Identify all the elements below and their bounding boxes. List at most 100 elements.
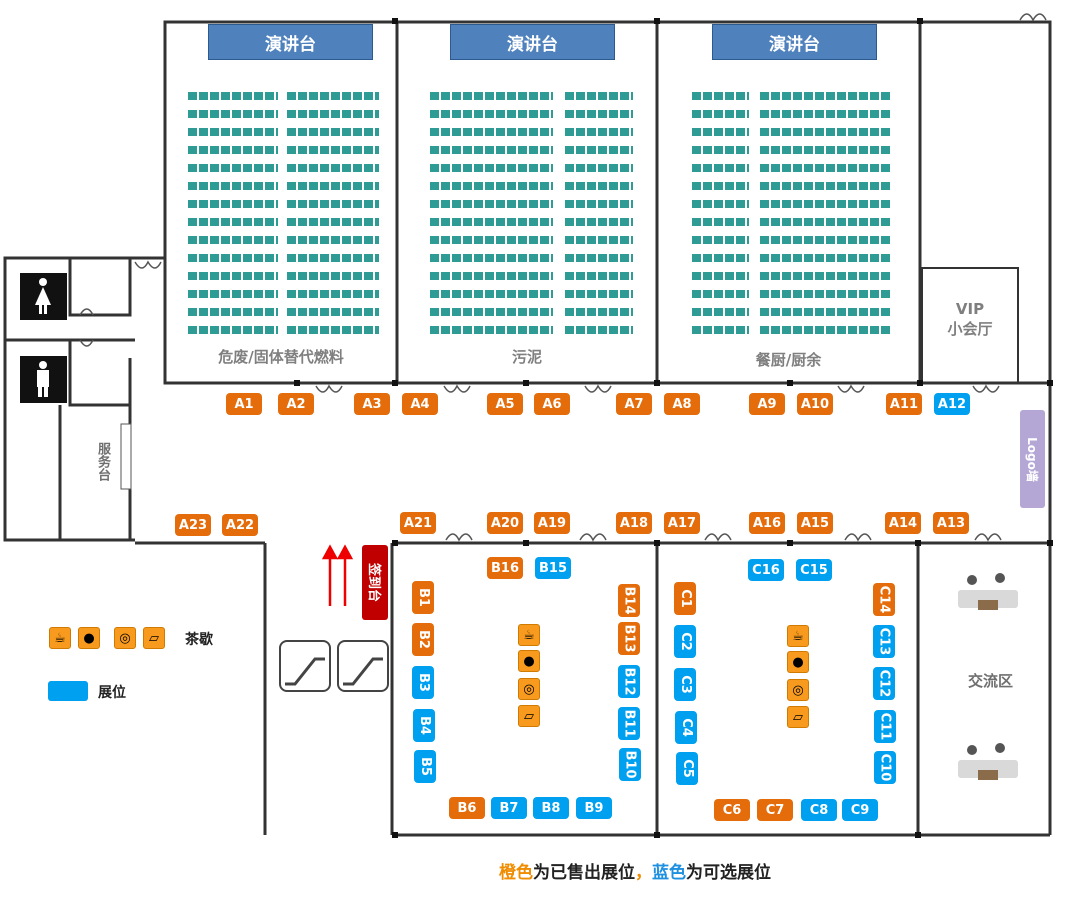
booth-c4[interactable]: C4 xyxy=(675,710,697,744)
cookies-icon: ● xyxy=(78,627,100,649)
booth-label: A14 xyxy=(888,515,918,531)
coffee-machine-icon: ☕ xyxy=(518,624,540,646)
cookies-icon: ● xyxy=(518,650,540,672)
booth-a17[interactable]: A17 xyxy=(664,512,700,534)
booth-label: C8 xyxy=(809,802,829,818)
booth-label: B9 xyxy=(584,800,604,816)
booth-a23[interactable]: A23 xyxy=(175,514,211,536)
booth-label: A7 xyxy=(624,396,644,412)
lounge-sofa-icon xyxy=(958,573,1018,780)
stage-hall-2: 演讲台 xyxy=(450,24,615,60)
booth-label: B4 xyxy=(416,715,432,735)
booth-b14[interactable]: B14 xyxy=(618,583,640,617)
booth-a16[interactable]: A16 xyxy=(749,512,785,534)
booth-a12[interactable]: A12 xyxy=(934,393,970,415)
booth-c3[interactable]: C3 xyxy=(674,667,696,701)
booth-c14[interactable]: C14 xyxy=(873,582,895,616)
booth-a7[interactable]: A7 xyxy=(616,393,652,415)
booth-b13[interactable]: B13 xyxy=(618,621,640,655)
booth-a11[interactable]: A11 xyxy=(886,393,922,415)
booth-b10[interactable]: B10 xyxy=(619,747,641,781)
booth-a5[interactable]: A5 xyxy=(487,393,523,415)
coffee-machine-icon: ☕ xyxy=(49,627,71,649)
escalator-icon xyxy=(279,640,389,692)
booth-label: A1 xyxy=(234,396,254,412)
booth-b8[interactable]: B8 xyxy=(533,797,569,819)
seating-block xyxy=(692,92,749,336)
booth-label: A15 xyxy=(800,515,830,531)
logo-wall: Logo墙 xyxy=(1020,410,1045,508)
seating-block xyxy=(760,92,890,336)
booth-c8[interactable]: C8 xyxy=(801,799,837,821)
booth-c9[interactable]: C9 xyxy=(842,799,878,821)
booth-a19[interactable]: A19 xyxy=(534,512,570,534)
booth-b7[interactable]: B7 xyxy=(491,797,527,819)
booth-label: B14 xyxy=(621,586,637,614)
booth-label: C10 xyxy=(877,753,893,781)
booth-a6[interactable]: A6 xyxy=(534,393,570,415)
booth-a4[interactable]: A4 xyxy=(402,393,438,415)
booth-a15[interactable]: A15 xyxy=(797,512,833,534)
booth-a22[interactable]: A22 xyxy=(222,514,258,536)
booth-b1[interactable]: B1 xyxy=(412,580,434,614)
booth-a9[interactable]: A9 xyxy=(749,393,785,415)
booth-c5[interactable]: C5 xyxy=(676,751,698,785)
booth-label: C16 xyxy=(752,562,780,578)
booth-a2[interactable]: A2 xyxy=(278,393,314,415)
booth-c12[interactable]: C12 xyxy=(873,666,895,700)
booth-c1[interactable]: C1 xyxy=(674,581,696,615)
booth-b2[interactable]: B2 xyxy=(412,622,434,656)
booth-c11[interactable]: C11 xyxy=(874,709,896,743)
booth-label: C2 xyxy=(677,631,693,651)
booth-b11[interactable]: B11 xyxy=(618,706,640,740)
booth-a8[interactable]: A8 xyxy=(664,393,700,415)
booth-a21[interactable]: A21 xyxy=(400,512,436,534)
booth-c6[interactable]: C6 xyxy=(714,799,750,821)
booth-a13[interactable]: A13 xyxy=(933,512,969,534)
booth-label: A4 xyxy=(410,396,430,412)
booth-a1[interactable]: A1 xyxy=(226,393,262,415)
booth-b12[interactable]: B12 xyxy=(618,664,640,698)
booth-c13[interactable]: C13 xyxy=(873,624,895,658)
service-desk-label: 服务台 xyxy=(95,442,110,481)
booth-a18[interactable]: A18 xyxy=(616,512,652,534)
vip-line-1: VIP xyxy=(955,300,985,318)
booth-a3[interactable]: A3 xyxy=(354,393,390,415)
booth-label: A11 xyxy=(889,396,919,412)
exchange-area-label: 交流区 xyxy=(968,672,1014,690)
sign-in-desk: 签到台 xyxy=(362,545,388,620)
booth-b16[interactable]: B16 xyxy=(487,557,523,579)
booth-a10[interactable]: A10 xyxy=(797,393,833,415)
footer-blue-word: 蓝色 xyxy=(652,863,686,883)
booth-label: C12 xyxy=(876,669,892,697)
booth-b4[interactable]: B4 xyxy=(413,708,435,742)
booth-c2[interactable]: C2 xyxy=(674,624,696,658)
booth-label: B11 xyxy=(621,709,637,737)
cake-icon: ▱ xyxy=(787,706,809,728)
booth-b6[interactable]: B6 xyxy=(449,797,485,819)
booth-label: C15 xyxy=(800,562,828,578)
booth-b5[interactable]: B5 xyxy=(414,749,436,783)
legend-booth: 展位 xyxy=(98,685,126,701)
booth-label: C6 xyxy=(722,802,742,818)
booth-a14[interactable]: A14 xyxy=(885,512,921,534)
service-counter xyxy=(120,423,132,490)
booth-label: B13 xyxy=(621,624,637,652)
booth-label: A9 xyxy=(757,396,777,412)
booth-a20[interactable]: A20 xyxy=(487,512,523,534)
footer-part2: 为可选展位 xyxy=(686,863,771,883)
booth-c16[interactable]: C16 xyxy=(748,559,784,581)
booth-c10[interactable]: C10 xyxy=(874,750,896,784)
booth-label: B8 xyxy=(541,800,561,816)
booth-label: B12 xyxy=(621,667,637,695)
legend-tea-break: 茶歇 xyxy=(185,632,213,648)
booth-label: B16 xyxy=(491,560,519,576)
booth-label: B2 xyxy=(415,629,431,649)
booth-b15[interactable]: B15 xyxy=(535,557,571,579)
booth-c15[interactable]: C15 xyxy=(796,559,832,581)
booth-c7[interactable]: C7 xyxy=(757,799,793,821)
booth-b3[interactable]: B3 xyxy=(412,665,434,699)
booth-b9[interactable]: B9 xyxy=(576,797,612,819)
vip-room-label: VIP 小会厅 xyxy=(922,300,1018,339)
